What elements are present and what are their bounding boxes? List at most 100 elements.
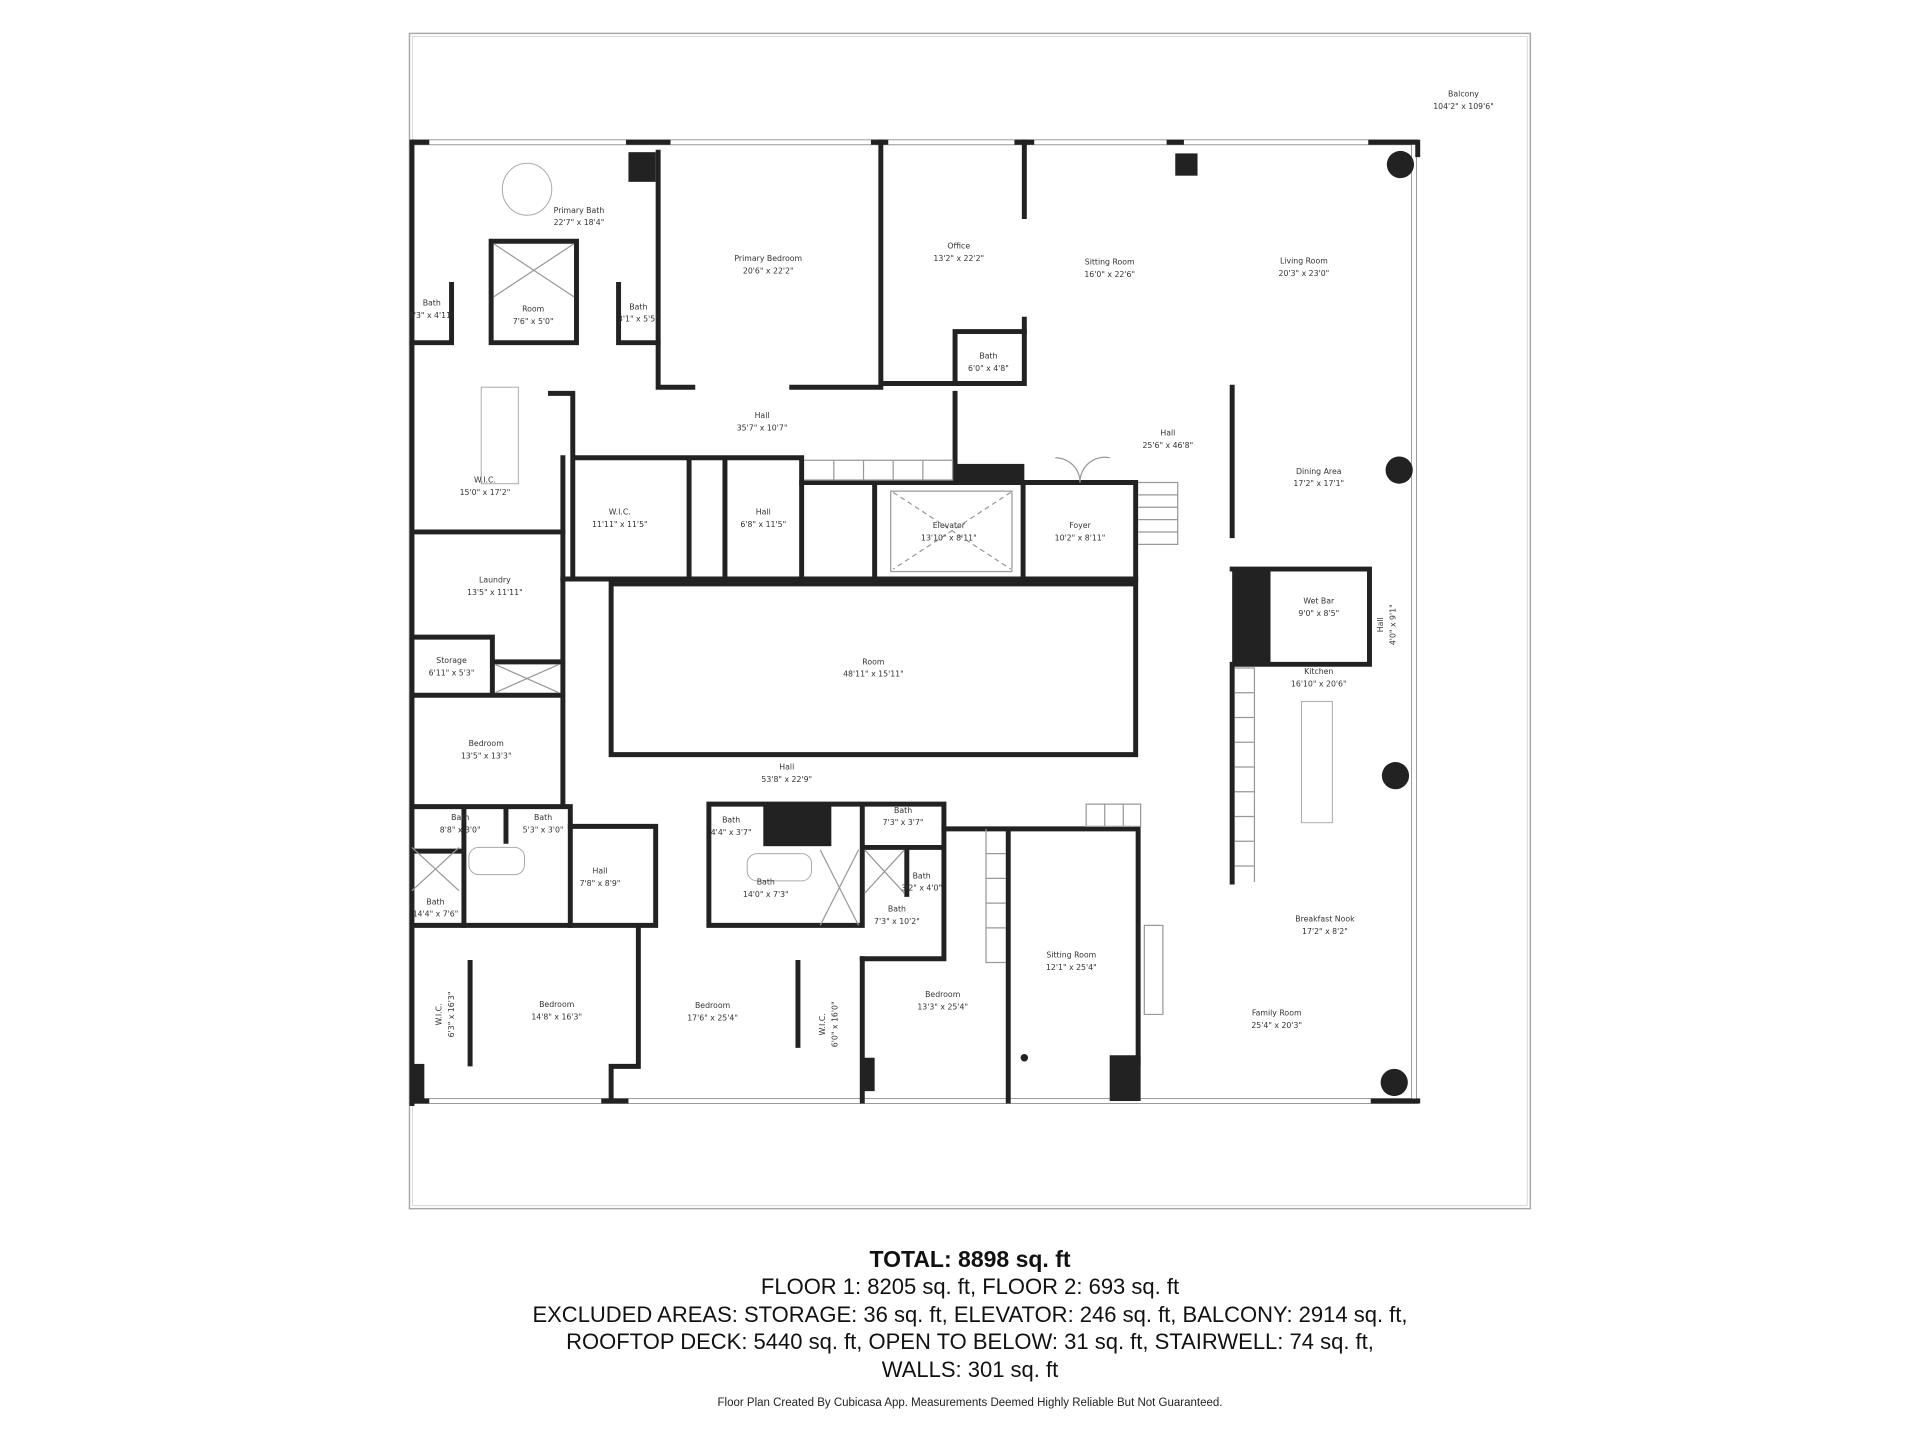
room-dimensions: 104'2" x 109'6"	[1433, 102, 1494, 111]
room-name: W.I.C.	[435, 1003, 444, 1025]
room-label: Bedroom 13'3" x 25'4"	[917, 990, 968, 1011]
room-dimensions: 7'3" x 3'7"	[883, 818, 924, 827]
room-label: Hall 25'6" x 46'8"	[1142, 428, 1193, 449]
room-dimensions: 3'1" x 5'5"	[618, 315, 659, 324]
room-name: Dining Area	[1296, 467, 1342, 476]
room-label: Hall 6'8" x 11'5"	[740, 508, 786, 529]
room-name: Primary Bath	[554, 206, 605, 215]
room-name: Room	[522, 305, 544, 314]
room-dimensions: 6'11" x 5'3"	[429, 668, 475, 677]
room-name: Room	[862, 657, 884, 666]
room-name: Bath	[629, 302, 647, 311]
room-label: W.I.C.6'0" x 16'0"	[818, 1001, 839, 1047]
room-name: Bath	[423, 299, 441, 308]
room-label: Bath 7'3" x 3'7"	[883, 806, 924, 827]
room-name: Hall	[756, 508, 771, 517]
room-name: Hall	[1160, 428, 1175, 437]
room-dimensions: 22'7" x 18'4"	[554, 218, 605, 227]
room-name: Hall	[1376, 617, 1385, 632]
room-dimensions: 35'7" x 10'7"	[737, 424, 788, 433]
area-summary: TOTAL: 8898 sq. ft FLOOR 1: 8205 sq. ft,…	[0, 1245, 1920, 1409]
room-name: Sitting Room	[1046, 951, 1096, 960]
room-label: Family Room 25'4" x 20'3"	[1251, 1009, 1302, 1030]
room-dimensions: 13'3" x 25'4"	[917, 1002, 968, 1011]
room-label: Bath 3'3" x 4'11"	[409, 299, 455, 320]
room-dimensions: 13'10" x 8'11"	[921, 534, 977, 543]
room-label: W.I.C.15'0" x 17'2"	[460, 475, 511, 496]
room-name: Balcony	[1448, 89, 1479, 98]
room-name: Bath	[426, 897, 444, 906]
room-dimensions: 20'3" x 23'0"	[1279, 269, 1330, 278]
room-name: W.I.C.	[818, 1013, 827, 1035]
room-name: Storage	[436, 656, 467, 665]
room-name: Hall	[593, 866, 608, 875]
room-label: Bath 5'3" x 3'0"	[523, 813, 564, 834]
room-dimensions: 7'8" x 8'9"	[580, 879, 621, 888]
room-dimensions: 4'4" x 3'7"	[711, 828, 752, 837]
room-label: Bath 3'2" x 4'0"	[901, 871, 942, 892]
room-dimensions: 11'11" x 11'5"	[592, 520, 648, 529]
room-name: Family Room	[1252, 1009, 1302, 1018]
room-label: Balcony 104'2" x 109'6"	[1433, 89, 1494, 110]
room-labels: Primary Bath 22'7" x 18'4" Bath 3'3" x 4'11…	[409, 89, 1494, 1047]
room-dimensions: 13'5" x 11'11"	[467, 588, 523, 597]
room-dimensions: 53'8" x 22'9"	[761, 775, 812, 784]
fixtures	[411, 162, 1333, 1016]
room-dimensions: 16'10" x 20'6"	[1291, 680, 1347, 689]
room-name: Bath	[534, 813, 552, 822]
floor-areas: FLOOR 1: 8205 sq. ft, FLOOR 2: 693 sq. f…	[760, 1274, 1180, 1299]
room-name: Bath	[913, 871, 931, 880]
room-label: Primary Bath 22'7" x 18'4"	[554, 206, 605, 227]
room-name: W.I.C.	[609, 508, 631, 517]
room-dimensions: 5'3" x 3'0"	[523, 826, 564, 835]
room-label: Room 48'11" x 15'11"	[843, 657, 904, 678]
room-dimensions: 3'3" x 4'11"	[409, 311, 455, 320]
room-dimensions: 6'8" x 11'5"	[740, 520, 786, 529]
room-name: Bath	[888, 905, 906, 914]
room-dimensions: 3'2" x 4'0"	[901, 884, 942, 893]
room-name: Hall	[779, 762, 794, 771]
room-label: Kitchen 16'10" x 20'6"	[1291, 667, 1347, 688]
room-dimensions: 14'4" x 7'6"	[413, 910, 459, 919]
room-name: Bath	[979, 352, 997, 361]
excluded-areas-line-3: WALLS: 301 sq. ft	[881, 1356, 1059, 1382]
room-dimensions: 10'2" x 8'11"	[1055, 534, 1106, 543]
room-name: Breakfast Nook	[1295, 915, 1355, 924]
room-name: Bath	[894, 806, 912, 815]
room-dimensions: 25'6" x 46'8"	[1142, 441, 1193, 450]
room-name: Bedroom	[925, 990, 960, 999]
room-label: Bath 4'4" x 3'7"	[711, 816, 752, 837]
room-label: Bath 3'1" x 5'5"	[618, 302, 659, 323]
room-name: Bath	[451, 813, 469, 822]
room-dimensions: 15'0" x 17'2"	[460, 488, 511, 497]
room-name: Kitchen	[1304, 667, 1333, 676]
room-name: Living Room	[1280, 257, 1328, 266]
room-dimensions: 12'1" x 25'4"	[1046, 963, 1097, 972]
room-label: W.I.C. 11'11" x 11'5"	[592, 508, 648, 529]
room-label: Bath 14'4" x 7'6"	[413, 897, 459, 918]
room-name: Bedroom	[539, 1000, 574, 1009]
room-name: Elevator	[933, 521, 966, 530]
room-dimensions: 13'5" x 13'3"	[461, 751, 512, 760]
room-dimensions: 25'4" x 20'3"	[1251, 1021, 1302, 1030]
room-name: Wet Bar	[1303, 597, 1335, 606]
room-label: Hall 7'8" x 8'9"	[580, 866, 621, 887]
room-name: Bath	[722, 816, 740, 825]
room-dimensions: 13'2" x 22'2"	[933, 254, 984, 263]
excluded-areas-line-2: ROOFTOP DECK: 5440 sq. ft, OPEN TO BELOW…	[566, 1329, 1374, 1354]
excluded-areas-line-1: EXCLUDED AREAS: STORAGE: 36 sq. ft, ELEV…	[532, 1301, 1408, 1327]
room-label: Hall 53'8" x 22'9"	[761, 762, 812, 783]
room-dimensions: 48'11" x 15'11"	[843, 670, 904, 679]
